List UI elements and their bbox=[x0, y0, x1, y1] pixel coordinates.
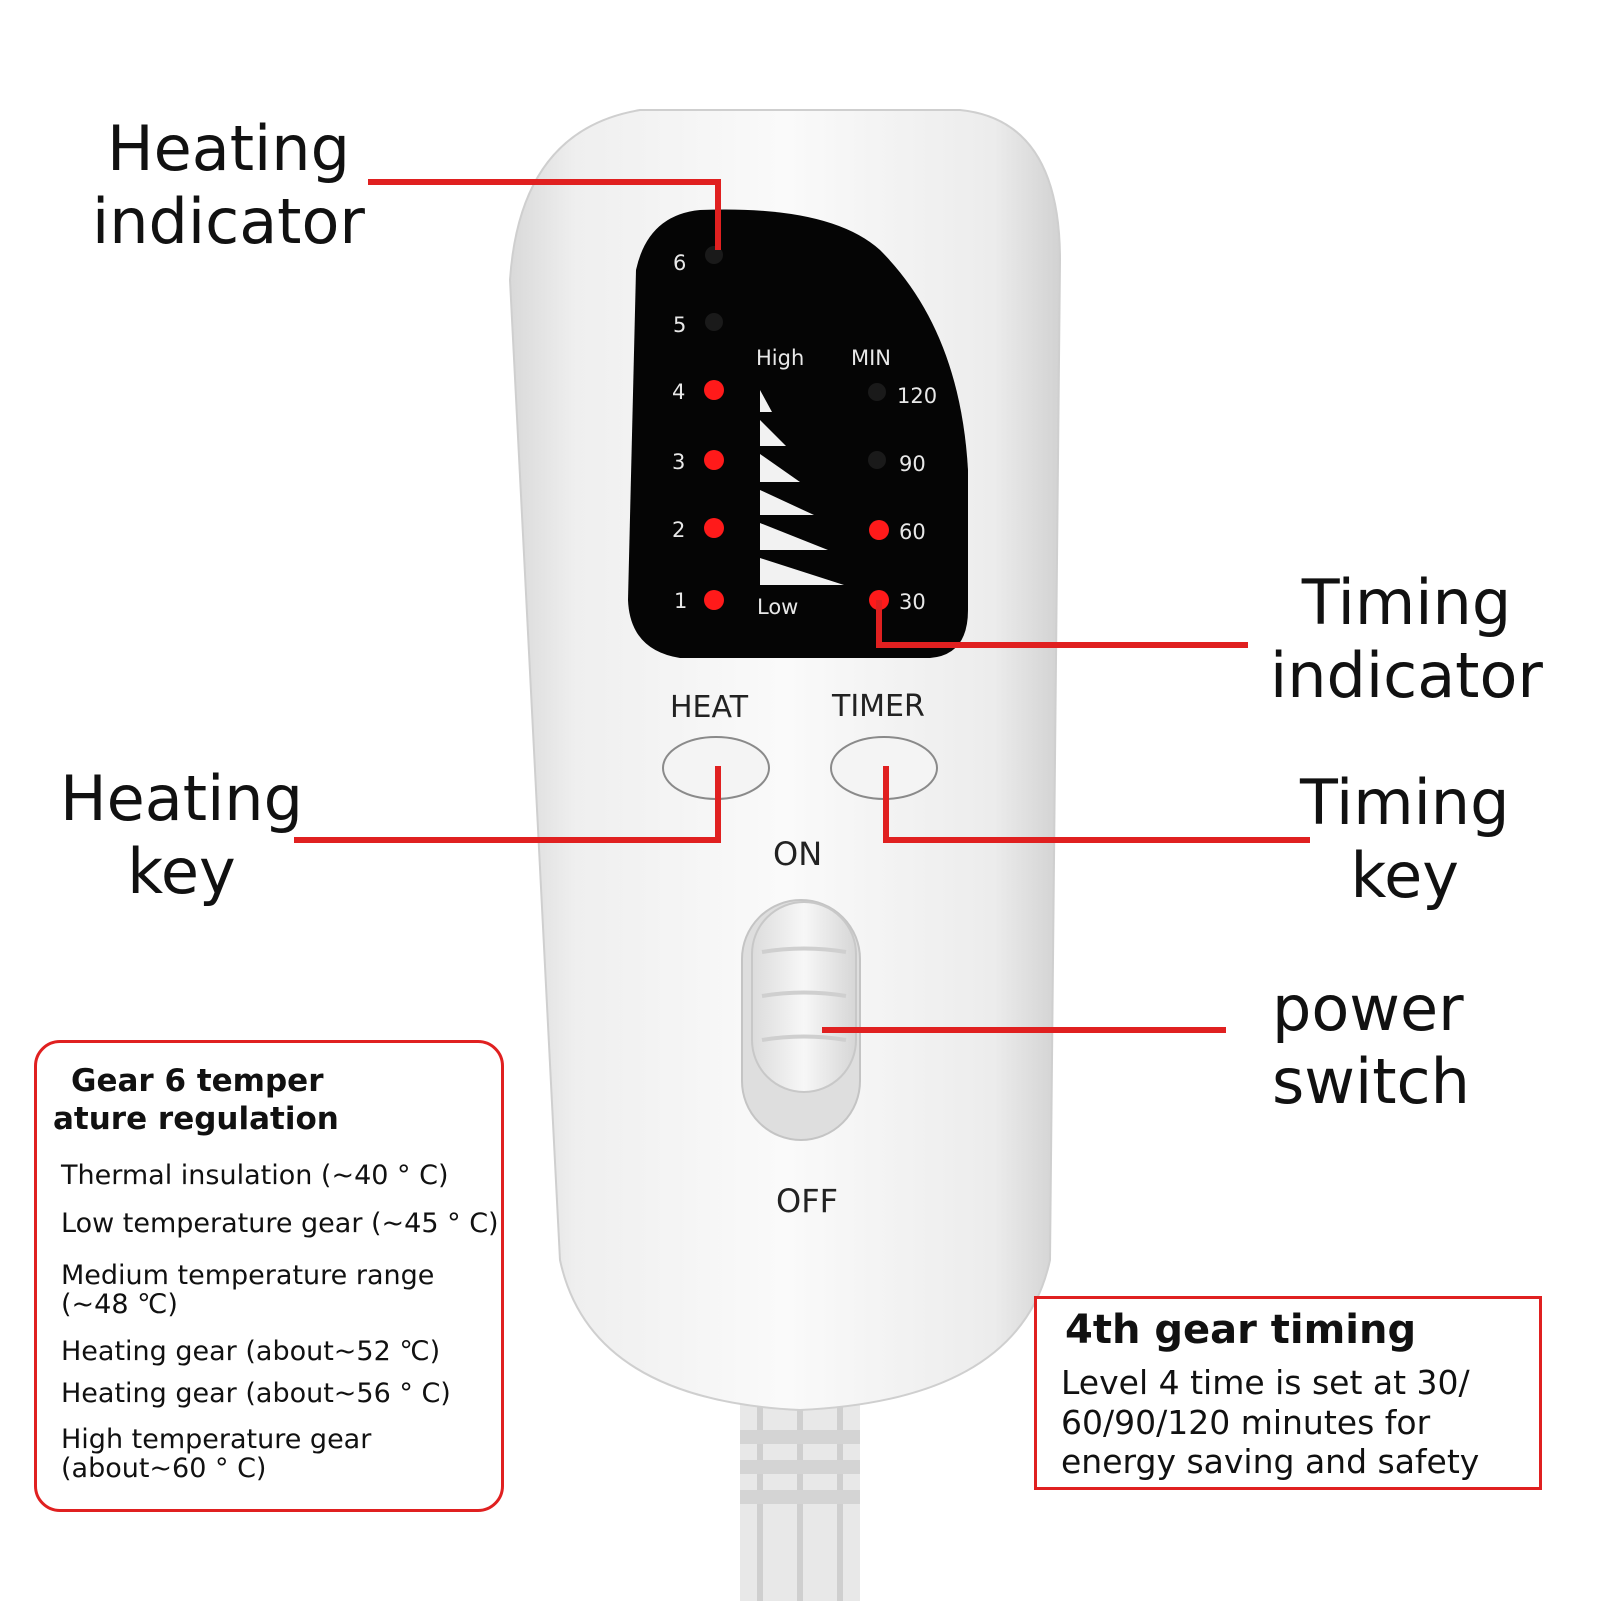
timing-indicator-label: Timing indicator bbox=[1270, 566, 1543, 712]
leader-lines bbox=[294, 179, 1310, 843]
timer-leds bbox=[868, 383, 889, 610]
heat-level-5-number: 5 bbox=[673, 313, 687, 337]
gear-item-3: Medium temperature range (~48 ℃) bbox=[61, 1261, 434, 1319]
heat-level-2-number: 2 bbox=[672, 518, 686, 542]
gear-item-2: Low temperature gear (~45 ° C) bbox=[61, 1209, 499, 1238]
gear-item-6-text: High temperature gear bbox=[61, 1424, 372, 1455]
power-switch-label: power switch bbox=[1272, 972, 1470, 1118]
heat-intensity-wedge bbox=[760, 390, 844, 585]
timing-key-label: Timing key bbox=[1300, 766, 1509, 912]
heat-led-4 bbox=[704, 380, 724, 400]
gear-item-4-text: Heating gear (about~52 ℃) bbox=[61, 1336, 441, 1367]
high-label: High bbox=[756, 346, 805, 370]
gear-info-box: Gear 6 temper ature regulation Thermal i… bbox=[34, 1040, 504, 1512]
gear-item-3-text-line2: (~48 ℃) bbox=[61, 1289, 178, 1321]
timing-info-line-1: Level 4 time is set at 30/ bbox=[1061, 1363, 1470, 1402]
timing-info-line-3: energy saving and safety bbox=[1061, 1442, 1480, 1482]
timing-info-line-2: 60/90/120 minutes for bbox=[1061, 1402, 1431, 1442]
min-label: MIN bbox=[851, 346, 892, 370]
gear-item-2-text: Low temperature gear (~45 ° C) bbox=[61, 1208, 499, 1239]
heat-led-1 bbox=[704, 590, 724, 610]
timer-led-60 bbox=[869, 520, 889, 540]
timer-button-label: TIMER bbox=[832, 689, 925, 724]
heating-key-label: Heating key bbox=[60, 762, 303, 908]
gear-item-4: Heating gear (about~52 ℃) bbox=[61, 1337, 440, 1366]
timing-indicator-label-line1: Timing bbox=[1301, 566, 1512, 639]
heat-level-6-number: 6 bbox=[673, 251, 687, 275]
timing-info-box: 4th gear timing Level 4 time is set at 3… bbox=[1034, 1296, 1542, 1490]
timer-60-number: 60 bbox=[899, 520, 926, 544]
heat-leds bbox=[704, 246, 724, 610]
power-switch-label-line2: switch bbox=[1272, 1045, 1470, 1119]
timer-120-number: 120 bbox=[897, 384, 938, 408]
on-label: ON bbox=[773, 835, 823, 873]
timing-indicator-leader bbox=[876, 600, 1248, 648]
heating-indicator-leader bbox=[368, 179, 721, 250]
heat-level-3-number: 3 bbox=[672, 450, 686, 474]
off-label: OFF bbox=[776, 1182, 838, 1220]
timing-indicator-label-line2: indicator bbox=[1270, 639, 1543, 713]
gear-info-title-line1: Gear 6 temper bbox=[71, 1063, 324, 1099]
timer-90-number: 90 bbox=[899, 452, 926, 476]
heating-indicator-label: Heating indicator bbox=[92, 112, 365, 258]
gear-item-5: Heating gear (about~56 ° C) bbox=[61, 1379, 451, 1408]
gear-item-3-text: Medium temperature range bbox=[61, 1260, 435, 1291]
timing-key-label-line2: key bbox=[1350, 839, 1459, 913]
heating-key-leader bbox=[294, 766, 721, 843]
heat-led-5 bbox=[705, 313, 723, 331]
timer-led-90 bbox=[868, 451, 886, 469]
cable bbox=[740, 1380, 860, 1601]
heating-key-label-line1: Heating bbox=[60, 762, 303, 835]
gear-item-5-text: Heating gear (about~56 ° C) bbox=[61, 1378, 451, 1409]
timer-30-number: 30 bbox=[899, 590, 926, 614]
gear-item-6-text-line2: (about~60 ° C) bbox=[61, 1453, 267, 1485]
gear-info-title-line2: ature regulation bbox=[53, 1100, 339, 1137]
heating-indicator-label-line2: indicator bbox=[92, 185, 365, 259]
low-label: Low bbox=[757, 595, 799, 619]
gear-item-1-text: Thermal insulation (~40 ° C) bbox=[61, 1160, 449, 1191]
gear-item-1: Thermal insulation (~40 ° C) bbox=[61, 1161, 448, 1190]
heat-button-label: HEAT bbox=[670, 690, 749, 725]
heat-level-4-number: 4 bbox=[672, 380, 686, 404]
gear-item-6: High temperature gear (about~60 ° C) bbox=[61, 1425, 371, 1483]
heat-led-2 bbox=[704, 518, 724, 538]
gear-info-title: Gear 6 temper ature regulation bbox=[53, 1063, 339, 1139]
timing-info-title: 4th gear timing bbox=[1065, 1307, 1417, 1353]
heat-level-1-number: 1 bbox=[674, 589, 688, 613]
heat-led-6 bbox=[705, 246, 723, 264]
timing-info-body: Level 4 time is set at 30/ 60/90/120 min… bbox=[1061, 1363, 1479, 1482]
power-switch-label-line1: power bbox=[1272, 972, 1464, 1045]
timing-key-leader bbox=[883, 766, 1310, 843]
timer-led-120 bbox=[868, 383, 886, 401]
power-switch[interactable] bbox=[741, 899, 861, 1141]
heating-indicator-label-line1: Heating bbox=[106, 112, 350, 185]
timing-key-label-line1: Timing bbox=[1300, 766, 1510, 839]
heat-led-3 bbox=[704, 450, 724, 470]
heating-key-label-line2: key bbox=[127, 835, 236, 909]
